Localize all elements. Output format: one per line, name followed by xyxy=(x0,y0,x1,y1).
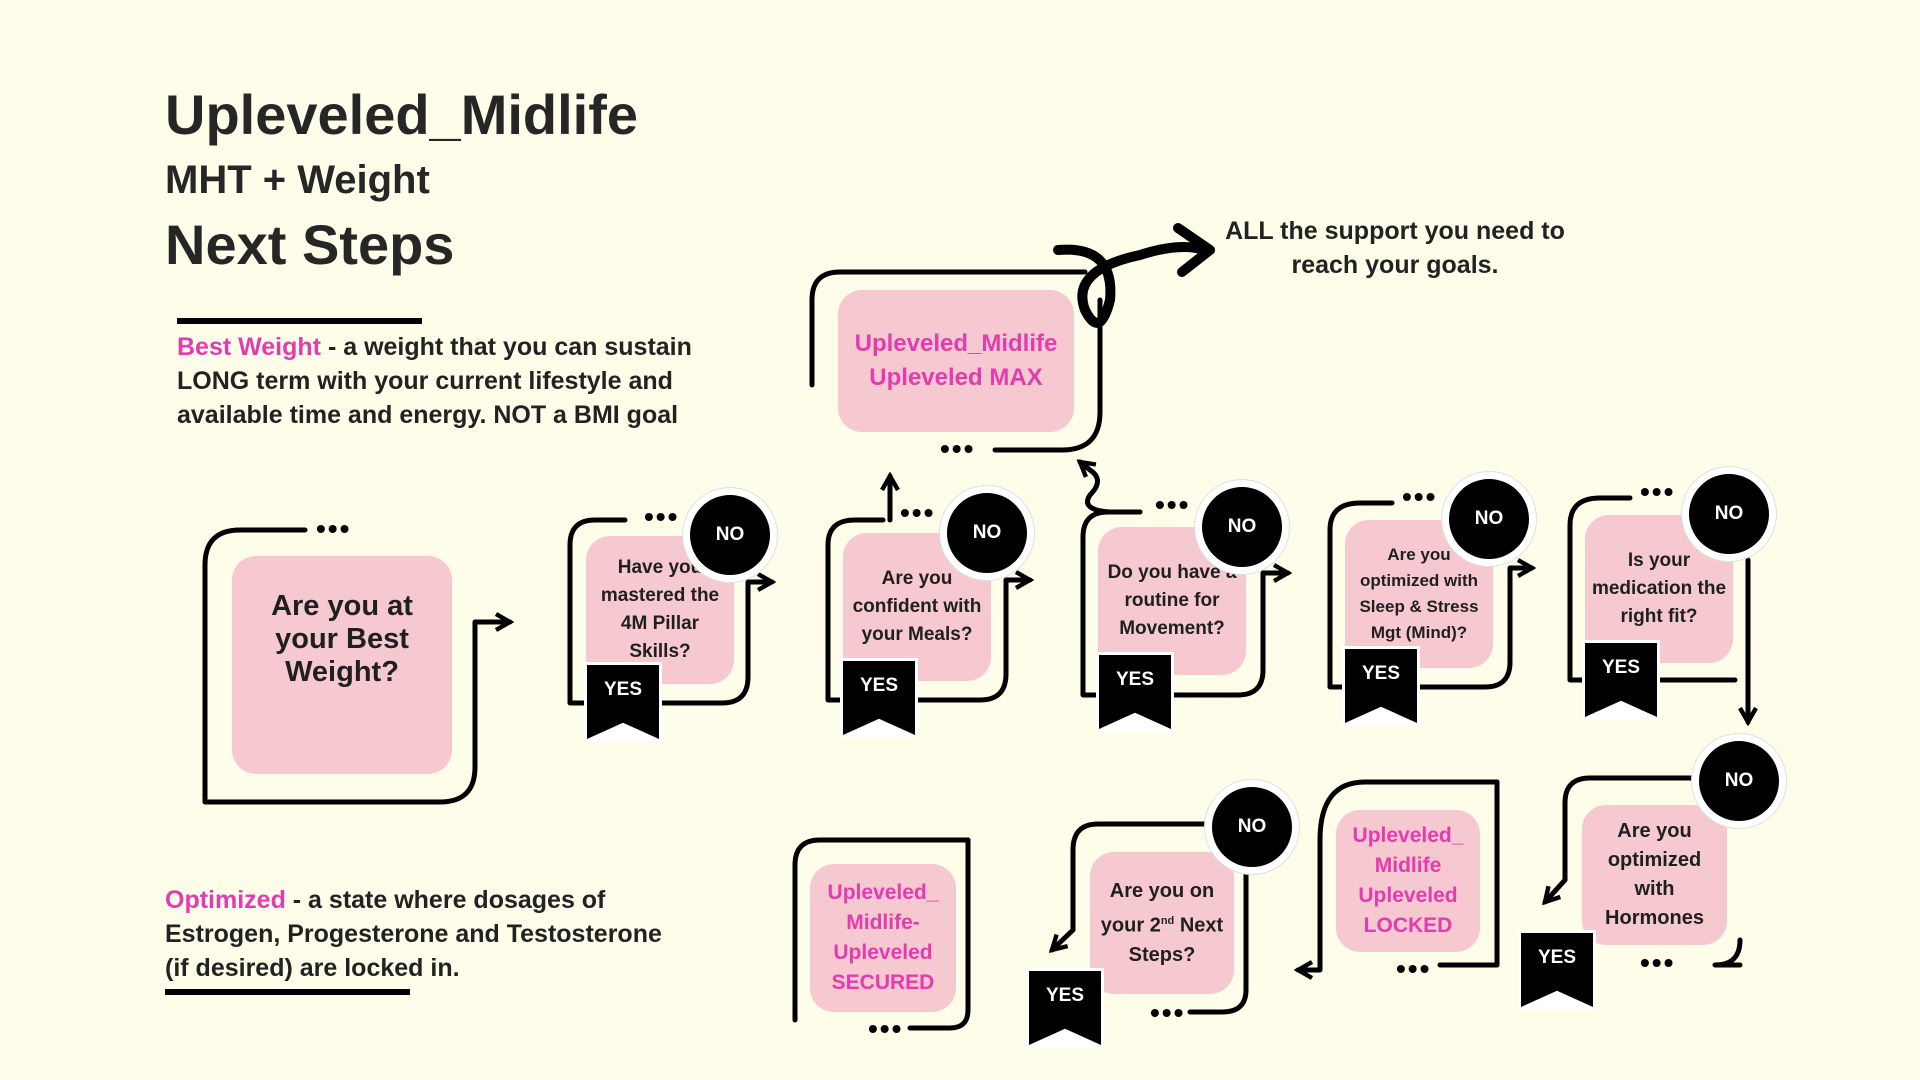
q1-yes-badge: YES xyxy=(584,662,662,742)
q6-no-badge: NO xyxy=(1692,734,1786,828)
q4-yes-badge: YES xyxy=(1342,646,1420,726)
node-max-label: Upleveled_Midlife Upleveled MAX xyxy=(854,330,1058,391)
page-title: Upleveled_Midlife xyxy=(165,83,639,146)
q2-no-badge: NO xyxy=(940,486,1034,580)
optimized-text: - a state where dosages of Estrogen, Pro… xyxy=(165,886,662,982)
node-upleveled-locked: Upleveled_ Midlife Upleveled LOCKED xyxy=(1336,810,1480,952)
q6-frame xyxy=(1545,775,1713,902)
q7-yes-badge: YES xyxy=(1026,968,1104,1048)
node-secured-label: Upleveled_ Midlife- Upleveled SECURED xyxy=(827,881,939,994)
node-upleveled-secured: Upleveled_ Midlife- Upleveled SECURED xyxy=(810,864,956,1012)
q6-dots: ••• xyxy=(1640,947,1676,978)
best-weight-definition: Best Weight - a weight that you can sust… xyxy=(177,330,717,432)
q5-no-badge: NO xyxy=(1682,467,1776,561)
node-q7-label: Are you on your 2nd Next Steps? xyxy=(1100,879,1224,967)
optimized-definition: Optimized - a state where dosages of Est… xyxy=(165,883,685,985)
node-q7-next-steps: Are you on your 2nd Next Steps? xyxy=(1090,852,1234,994)
q7-frame-b xyxy=(1187,857,1249,1015)
q2-yes-badge: YES xyxy=(840,658,918,738)
node-locked-label: Upleveled_ Midlife Upleveled LOCKED xyxy=(1352,824,1464,937)
q3-loop-up xyxy=(1080,462,1143,515)
q5-dots: ••• xyxy=(1640,476,1676,507)
q3-dots: ••• xyxy=(1155,489,1191,520)
secured-dots: ••• xyxy=(868,1013,904,1044)
q3-no-badge: NO xyxy=(1195,480,1289,574)
max-frame-b xyxy=(992,397,1103,453)
q3-yes-badge: YES xyxy=(1096,652,1174,732)
q4-dots: ••• xyxy=(1402,481,1438,512)
q7-no-badge: NO xyxy=(1205,780,1299,874)
max-frame xyxy=(809,269,1088,388)
start-dots: ••• xyxy=(316,513,352,544)
locked-frame-b xyxy=(1437,779,1500,968)
node-q3-label: Do you have a routine for Movement? xyxy=(1107,562,1237,639)
node-upleveled-max: Upleveled_Midlife Upleveled MAX xyxy=(838,290,1074,432)
locked-frame xyxy=(1298,779,1500,970)
page-heading-next-steps: Next Steps xyxy=(165,213,455,276)
node-q6-hormones: Are you optimized with Hormones xyxy=(1582,805,1727,945)
support-curly-arrow xyxy=(1053,242,1210,328)
optimized-term: Optimized xyxy=(165,886,286,914)
page-subtitle: MHT + Weight xyxy=(165,158,430,202)
q4-no-badge: NO xyxy=(1442,472,1536,566)
q5-frame xyxy=(1567,495,1738,683)
q6-frame-b xyxy=(1712,937,1743,968)
divider-top xyxy=(177,318,422,324)
node-q1-label: Have you mastered the 4M Pillar Skills? xyxy=(600,557,720,662)
q5-yes-badge: YES xyxy=(1582,640,1660,720)
q6-yes-badge: YES xyxy=(1518,930,1596,1010)
node-start-best-weight: Are you at your Best Weight? xyxy=(232,556,452,774)
max-dots: ••• xyxy=(940,433,976,464)
q2-dots: ••• xyxy=(900,497,936,528)
q7-dots: ••• xyxy=(1150,997,1186,1028)
node-q2-label: Are you confident with your Meals? xyxy=(852,568,982,645)
node-start-label: Are you at your Best Weight? xyxy=(271,590,413,688)
q1-dots: ••• xyxy=(644,501,680,532)
q7-frame xyxy=(1052,821,1213,950)
node-q4-sleep-stress: Are you optimized with Sleep & Stress Mg… xyxy=(1345,520,1493,668)
node-q4-label: Are you optimized with Sleep & Stress Mg… xyxy=(1359,545,1479,642)
best-weight-term: Best Weight xyxy=(177,333,321,361)
support-arrow-head xyxy=(1173,223,1215,277)
node-q5-label: Is your medication the right fit? xyxy=(1591,550,1727,627)
q1-no-badge: NO xyxy=(683,488,777,582)
divider-bottom xyxy=(165,989,410,995)
support-text: ALL the support you need to reach your g… xyxy=(1225,217,1565,279)
locked-dots: ••• xyxy=(1396,953,1432,984)
secured-frame xyxy=(792,837,971,1023)
secured-frame-b xyxy=(907,837,971,1031)
node-q6-label: Are you optimized with Hormones xyxy=(1605,820,1704,929)
start-frame xyxy=(202,527,510,805)
best-weight-text: - a weight that you can sustain LONG ter… xyxy=(177,333,692,429)
